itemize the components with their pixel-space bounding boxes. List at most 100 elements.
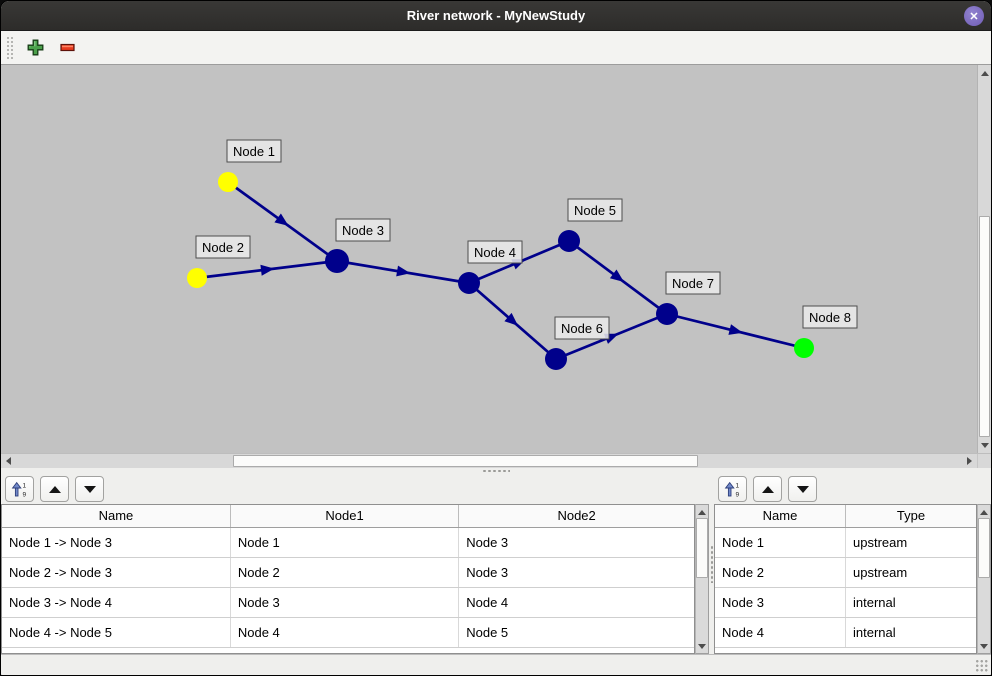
edge-arrow-icon bbox=[609, 269, 624, 282]
node-label[interactable]: Node 6 bbox=[554, 316, 610, 340]
scroll-down-button[interactable] bbox=[696, 640, 708, 652]
scroll-down-button[interactable] bbox=[978, 640, 990, 652]
toolbar-drag-handle[interactable] bbox=[6, 35, 14, 60]
horizontal-scroll-thumb[interactable] bbox=[233, 455, 698, 467]
svg-text:9: 9 bbox=[23, 491, 27, 497]
table-scroll-thumb[interactable] bbox=[978, 518, 990, 578]
table-cell: Node 4 bbox=[458, 587, 694, 618]
node-label-text: Node 5 bbox=[574, 203, 616, 218]
arrow-up-icon bbox=[698, 509, 706, 515]
scroll-right-button[interactable] bbox=[963, 454, 976, 468]
horizontal-splitter[interactable] bbox=[1, 468, 991, 473]
move-down-button[interactable] bbox=[788, 476, 817, 502]
table-cell: internal bbox=[845, 617, 976, 648]
move-down-button[interactable] bbox=[75, 476, 104, 502]
sort-button[interactable]: 1 9 bbox=[718, 476, 747, 502]
column-header[interactable]: Name bbox=[715, 505, 846, 528]
table-cell: Node 5 bbox=[458, 617, 694, 648]
table-cell: Node 4 bbox=[715, 617, 846, 648]
triangle-up-icon bbox=[761, 485, 774, 493]
svg-text:1: 1 bbox=[736, 482, 740, 489]
network-node[interactable] bbox=[187, 268, 207, 288]
column-header[interactable]: Name bbox=[2, 505, 231, 528]
column-header[interactable]: Node1 bbox=[230, 505, 460, 528]
node-label-text: Node 4 bbox=[474, 245, 516, 260]
edges-table-scrollbar[interactable] bbox=[695, 504, 709, 654]
network-node[interactable] bbox=[656, 303, 678, 325]
network-node[interactable] bbox=[558, 230, 580, 252]
node-label-text: Node 6 bbox=[561, 321, 603, 336]
arrow-down-icon bbox=[698, 643, 706, 649]
network-node[interactable] bbox=[325, 249, 349, 273]
node-label[interactable]: Node 5 bbox=[567, 198, 623, 222]
canvas-horizontal-scrollbar[interactable] bbox=[1, 454, 977, 468]
table-scroll-thumb[interactable] bbox=[696, 518, 708, 578]
scroll-up-button[interactable] bbox=[978, 506, 990, 518]
triangle-down-icon bbox=[83, 485, 96, 493]
nodes-panel-toolbar: 1 9 bbox=[714, 473, 991, 504]
network-node[interactable] bbox=[458, 272, 480, 294]
canvas-vertical-scrollbar[interactable] bbox=[977, 65, 991, 453]
table-cell: Node 3 bbox=[458, 557, 694, 588]
remove-button[interactable] bbox=[54, 35, 80, 61]
scroll-up-button[interactable] bbox=[696, 506, 708, 518]
move-up-button[interactable] bbox=[753, 476, 782, 502]
network-node[interactable] bbox=[545, 348, 567, 370]
arrow-right-icon bbox=[967, 457, 972, 465]
arrow-left-icon bbox=[6, 457, 11, 465]
column-header[interactable]: Type bbox=[845, 505, 976, 528]
nodes-table-scrollbar[interactable] bbox=[977, 504, 991, 654]
sort-button[interactable]: 1 9 bbox=[5, 476, 34, 502]
node-label-text: Node 3 bbox=[342, 223, 384, 238]
node-label[interactable]: Node 4 bbox=[467, 240, 523, 264]
table-cell: Node 1 bbox=[715, 527, 846, 558]
node-label[interactable]: Node 8 bbox=[802, 305, 858, 329]
svg-text:1: 1 bbox=[23, 482, 27, 489]
splitter-grip-icon bbox=[482, 468, 510, 473]
add-node-button[interactable] bbox=[22, 35, 48, 61]
vertical-scroll-thumb[interactable] bbox=[979, 216, 990, 437]
network-canvas[interactable]: Node 1 Node 2 Node 3 Node 4 Node 5 Node 6 Node… bbox=[1, 65, 977, 453]
main-toolbar bbox=[1, 31, 991, 65]
move-up-button[interactable] bbox=[40, 476, 69, 502]
node-label[interactable]: Node 1 bbox=[226, 139, 282, 163]
node-label-text: Node 8 bbox=[809, 310, 851, 325]
arrow-down-icon bbox=[980, 643, 988, 649]
network-node[interactable] bbox=[794, 338, 814, 358]
sort-1-9-icon: 1 9 bbox=[724, 481, 740, 498]
arrow-down-icon bbox=[981, 443, 989, 448]
table-cell: upstream bbox=[845, 527, 976, 558]
scrollbar-corner bbox=[977, 454, 991, 468]
close-button[interactable]: ✕ bbox=[964, 6, 984, 26]
node-label[interactable]: Node 7 bbox=[665, 271, 721, 295]
table-cell: Node 4 bbox=[230, 617, 460, 648]
node-label[interactable]: Node 3 bbox=[335, 218, 391, 242]
title-bar[interactable]: River network - MyNewStudy ✕ bbox=[1, 1, 991, 31]
scroll-left-button[interactable] bbox=[2, 454, 15, 468]
scroll-down-button[interactable] bbox=[978, 439, 991, 452]
status-bar bbox=[1, 654, 991, 675]
scroll-up-button[interactable] bbox=[978, 67, 991, 80]
edges-panel-toolbar: 1 9 bbox=[1, 473, 709, 504]
window-title: River network - MyNewStudy bbox=[406, 8, 586, 23]
node-label[interactable]: Node 2 bbox=[195, 235, 251, 259]
column-header[interactable]: Node2 bbox=[458, 505, 694, 528]
table-cell: Node 3 bbox=[230, 587, 460, 618]
network-node[interactable] bbox=[218, 172, 238, 192]
resize-grip[interactable] bbox=[975, 659, 988, 672]
vertical-splitter[interactable] bbox=[709, 473, 714, 654]
